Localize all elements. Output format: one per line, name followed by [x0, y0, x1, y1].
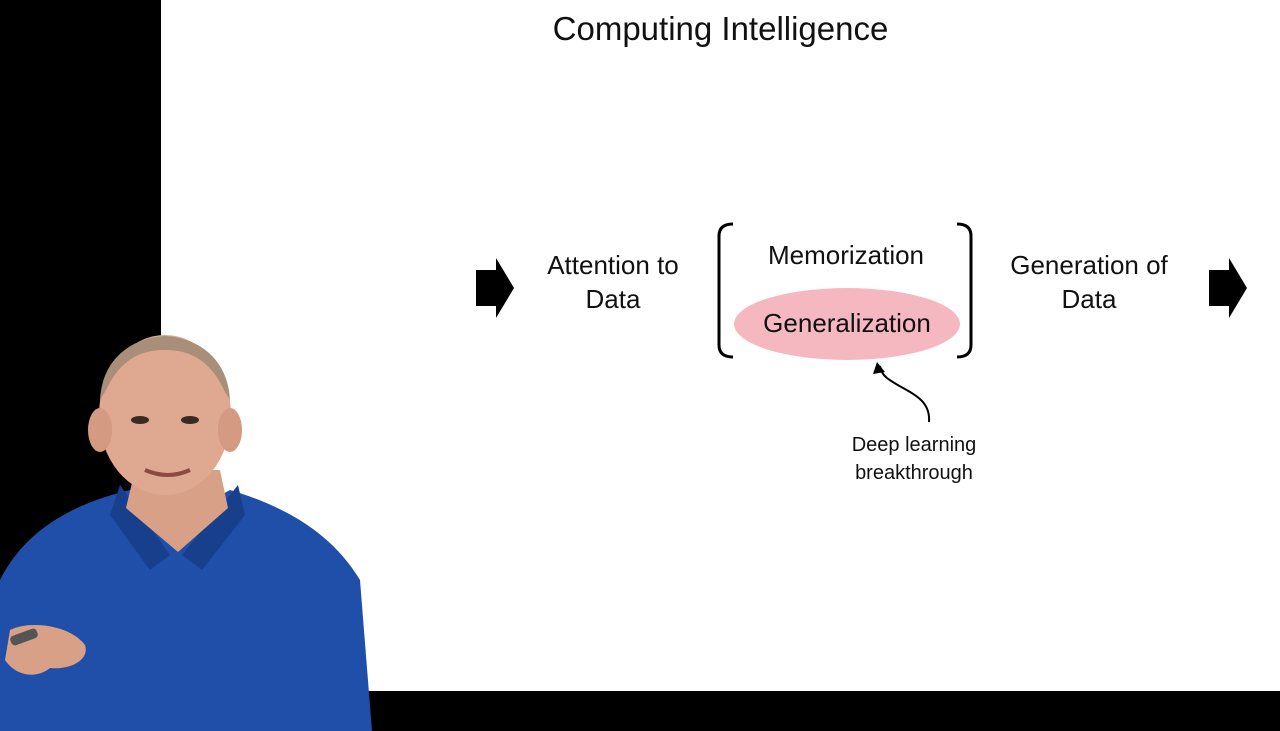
output-arrow-icon — [1209, 258, 1247, 318]
pointer-arrowhead-icon — [873, 362, 885, 374]
attention-to-data-label: Attention to Data — [547, 250, 679, 314]
generation-of-data-label: Generation of Data — [1010, 250, 1168, 314]
diagram-graphics — [476, 222, 1247, 423]
slide-title: Computing Intelligence — [552, 10, 889, 47]
memorization-label: Memorization — [767, 240, 925, 270]
left-bracket — [717, 222, 734, 359]
presenter-image — [0, 335, 372, 731]
deep-learning-annotation: Deep learning breakthrough — [851, 434, 977, 484]
generalization-label: Generalization — [763, 308, 931, 338]
generalization-highlight — [734, 288, 960, 360]
right-bracket — [956, 222, 973, 359]
input-arrow-icon — [476, 258, 514, 318]
pointer-arrow — [879, 365, 931, 423]
